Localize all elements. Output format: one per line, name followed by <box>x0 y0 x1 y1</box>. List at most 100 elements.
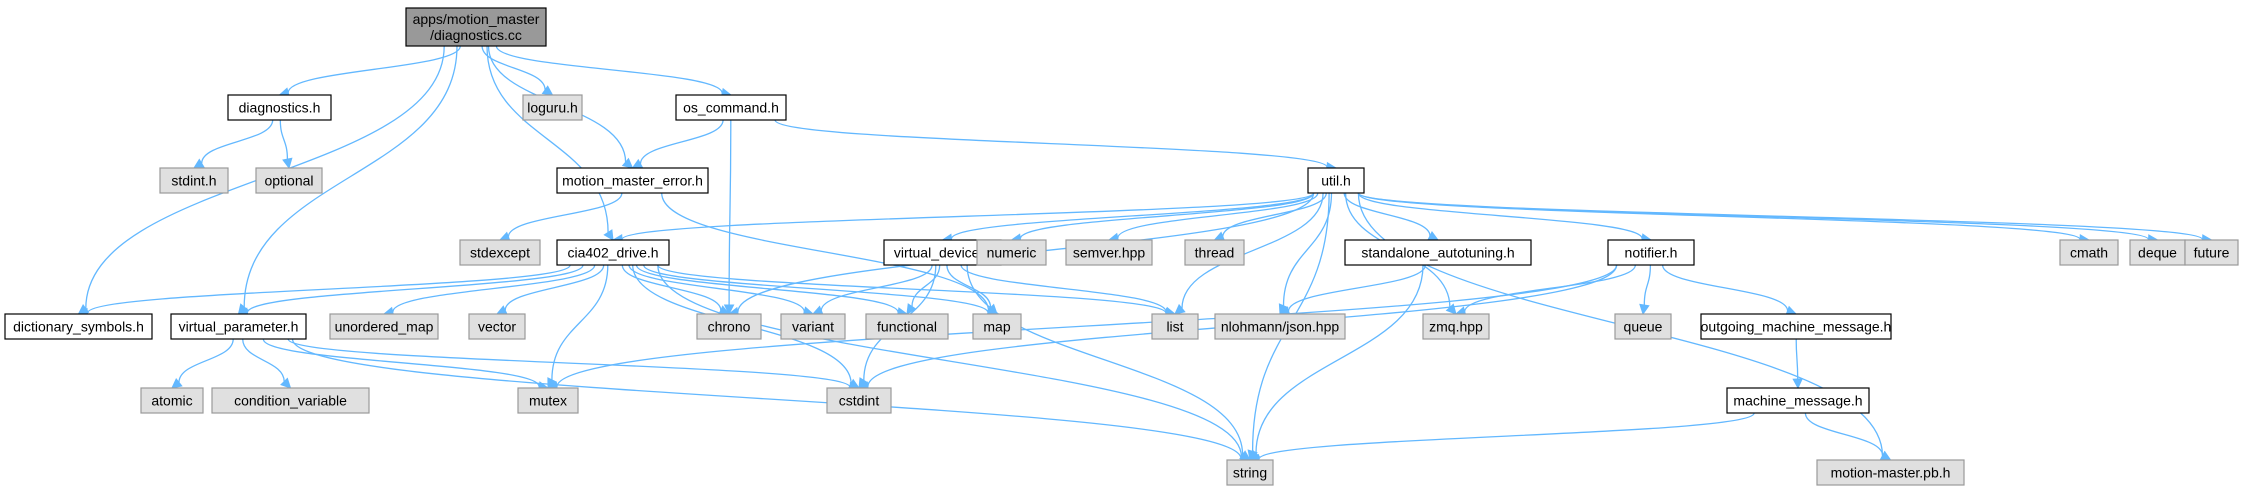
node-box <box>1816 459 1965 486</box>
node-standalone-autotuning-h[interactable]: standalone_autotuning.h <box>1344 239 1532 266</box>
node-label: motion-master.pb.h <box>1831 465 1951 481</box>
edge-os-command-h-to-chrono <box>723 119 735 316</box>
edge-virtual-parameter-h-to-atomic <box>171 338 234 389</box>
node-label: machine_message.h <box>1733 393 1862 409</box>
node-box <box>1607 239 1695 266</box>
node-label: zmq.hpp <box>1429 319 1483 335</box>
node-box <box>4 313 153 340</box>
node-box <box>211 387 370 414</box>
node-label: cmath <box>2070 245 2108 261</box>
edge-util-h-to-list <box>1174 192 1324 315</box>
node-notifier-h[interactable]: notifier.h <box>1607 239 1695 266</box>
node-label: notifier.h <box>1625 245 1678 261</box>
edge-standalone-autotuning-h-to-string <box>1249 264 1424 461</box>
edge-notifier-h-to-outgoing-machine-message-h <box>1661 264 1798 316</box>
node-motion-master-pb-h: motion-master.pb.h <box>1816 459 1965 486</box>
node-label: diagnostics.h <box>239 100 321 116</box>
node-unordered-map: unordered_map <box>329 313 439 340</box>
node-queue: queue <box>1614 313 1672 340</box>
node-label: os_command.h <box>683 100 779 116</box>
edge-util-h-to-deque <box>1357 192 2159 245</box>
node-label: future <box>2194 245 2230 261</box>
edge-cia402-drive-h-to-dictionary-symbols-h <box>77 264 571 319</box>
edge-diagnostics-h-to-stdint-h <box>193 119 274 169</box>
node-optional: optional <box>255 167 323 194</box>
node-atomic: atomic <box>140 387 204 414</box>
edge-cia402-drive-h-to-unordered-map <box>382 264 596 317</box>
node-label: mutex <box>529 393 567 409</box>
node-condition-variable: condition_variable <box>211 387 370 414</box>
node-box <box>865 313 949 340</box>
node-box <box>1726 387 1870 414</box>
node-os-command-h[interactable]: os_command.h <box>675 94 787 121</box>
edge-notifier-h-to-queue <box>1639 264 1652 316</box>
node-cstdint: cstdint <box>826 387 892 414</box>
node-diagnostics-h[interactable]: diagnostics.h <box>227 94 332 121</box>
edge-virtual-parameter-h-to-string <box>291 338 1252 465</box>
node-box <box>255 167 323 194</box>
node-box <box>159 167 229 194</box>
node-stdint-h: stdint.h <box>159 167 229 194</box>
node-box <box>170 313 307 340</box>
node-box <box>140 387 204 414</box>
node-box <box>459 239 541 266</box>
node-label: loguru.h <box>527 100 578 116</box>
edge-os-command-h-to-util-h <box>774 119 1338 173</box>
node-label: atomic <box>151 393 192 409</box>
node-box <box>2184 239 2239 266</box>
node-label: cstdint <box>839 393 880 409</box>
node-label: dictionary_symbols.h <box>13 319 144 335</box>
node-numeric: numeric <box>976 239 1047 266</box>
node-label: virtual_device.h <box>894 245 991 261</box>
node-label: apps/motion_master <box>413 11 540 27</box>
node-label: semver.hpp <box>1073 245 1146 261</box>
node-util-h[interactable]: util.h <box>1307 167 1365 194</box>
nodes-layer: apps/motion_master/diagnostics.ccdiagnos… <box>4 7 2239 486</box>
edge-root-to-diagnostics-h <box>278 45 461 98</box>
node-future: future <box>2184 239 2239 266</box>
node-motion-master-error-h[interactable]: motion_master_error.h <box>556 167 709 194</box>
edge-util-h-to-cia402-drive-h <box>611 192 1315 245</box>
edge-outgoing-machine-message-h-to-machine-message-h <box>1792 338 1803 390</box>
node-label: unordered_map <box>335 319 434 335</box>
node-root[interactable]: apps/motion_master/diagnostics.cc <box>405 7 547 47</box>
node-box <box>972 313 1022 340</box>
node-cia402-drive-h[interactable]: cia402_drive.h <box>556 239 670 266</box>
edge-standalone-autotuning-h-to-nlohmann-json-hpp <box>1278 264 1427 317</box>
node-list: list <box>1151 313 1199 340</box>
node-outgoing-machine-message-h[interactable]: outgoing_machine_message.h <box>1700 313 1892 340</box>
node-label: stdexcept <box>470 245 530 261</box>
edge-util-h-to-numeric <box>1010 192 1315 244</box>
edge-root-to-cia402-drive-h <box>486 45 614 241</box>
node-box <box>1614 313 1672 340</box>
node-machine-message-h[interactable]: machine_message.h <box>1726 387 1870 414</box>
node-box <box>1700 313 1892 340</box>
node-box <box>2059 239 2119 266</box>
node-virtual-parameter-h[interactable]: virtual_parameter.h <box>170 313 307 340</box>
edge-diagnostics-h-to-optional <box>279 119 293 170</box>
edge-virtual-device-h-to-functional <box>906 264 941 315</box>
node-label: variant <box>792 319 834 335</box>
node-mutex: mutex <box>517 387 579 414</box>
node-box <box>826 387 892 414</box>
node-box <box>1065 239 1153 266</box>
node-label: thread <box>1195 245 1235 261</box>
node-thread: thread <box>1184 239 1245 266</box>
edge-util-h-to-cmath <box>1357 192 2091 245</box>
node-box <box>1307 167 1365 194</box>
node-label: queue <box>1624 319 1663 335</box>
edge-notifier-h-to-zmq-hpp <box>1454 264 1637 317</box>
node-box <box>517 387 579 414</box>
edge-os-command-h-to-motion-master-error-h <box>631 119 724 169</box>
node-label: optional <box>264 173 313 189</box>
node-variant: variant <box>780 313 846 340</box>
node-zmq-hpp: zmq.hpp <box>1422 313 1490 340</box>
node-label: numeric <box>987 245 1037 261</box>
node-stdexcept: stdexcept <box>459 239 541 266</box>
edge-virtual-parameter-h-to-mutex <box>262 338 550 392</box>
node-box <box>329 313 439 340</box>
node-box <box>1184 239 1245 266</box>
node-dictionary-symbols-h[interactable]: dictionary_symbols.h <box>4 313 153 340</box>
node-label: outgoing_machine_message.h <box>1701 319 1892 335</box>
